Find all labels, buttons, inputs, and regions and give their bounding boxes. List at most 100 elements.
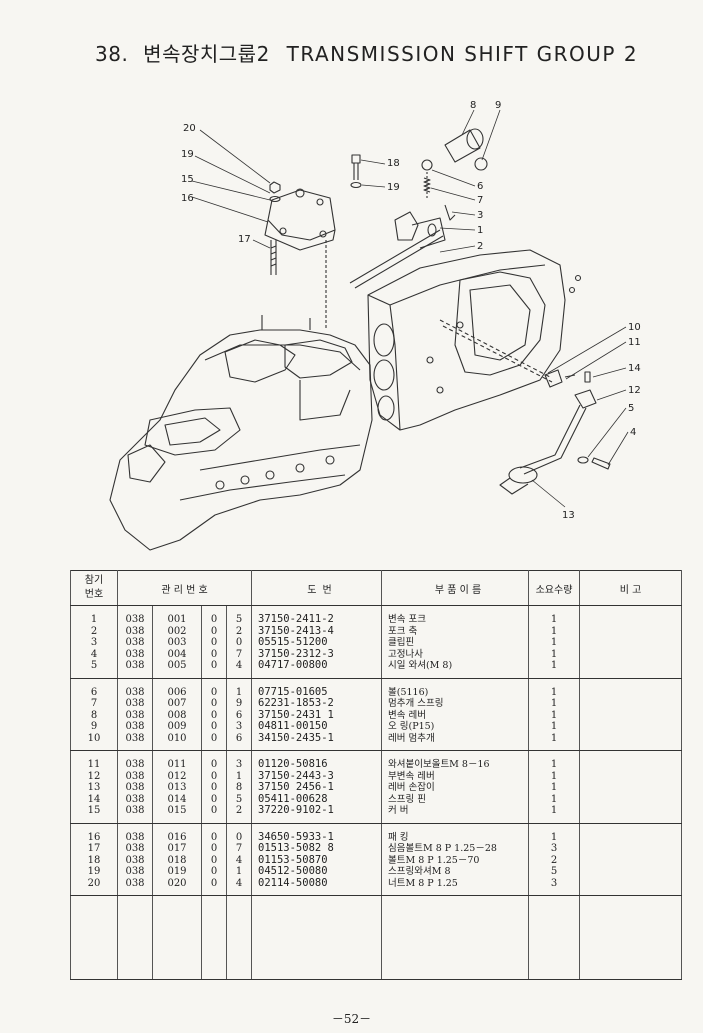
value-remarks — [580, 794, 681, 806]
cell-remarks — [579, 823, 682, 896]
exploded-parts-diagram: 20 19 15 16 17 18 19 8 9 6 7 3 1 2 10 11… — [109, 100, 641, 551]
value-a: 038 — [125, 614, 145, 625]
callout-6: 6 — [477, 181, 483, 192]
value-remarks — [580, 771, 681, 783]
value-part: 37150-2413-4 — [258, 624, 334, 637]
value-no: 6 — [90, 686, 98, 698]
header-remarks: 비 고 — [579, 570, 682, 606]
value-name: 부변속 레버 — [388, 770, 435, 782]
value-name: 포크 축 — [388, 625, 418, 637]
value-b: 009 — [167, 721, 187, 732]
value-a: 038 — [125, 831, 145, 843]
value-part: 01513-5082 8 — [258, 842, 334, 854]
header-ref-no-line2: 번호 — [84, 589, 104, 600]
value-remarks — [580, 843, 681, 855]
value-no: 8 — [90, 709, 98, 721]
cell-empty — [251, 895, 382, 980]
value-c: 0 — [210, 625, 218, 637]
value-d: 0 — [235, 637, 243, 648]
value-b: 010 — [167, 732, 187, 744]
section-number: 38. — [95, 42, 129, 66]
value-no: 1 — [90, 614, 98, 625]
value-name: 고정나사 — [388, 648, 423, 660]
value-qty: 1 — [550, 698, 558, 709]
value-a: 038 — [125, 625, 145, 637]
value-c: 0 — [210, 877, 218, 889]
cell-empty — [201, 895, 227, 980]
cell-empty — [528, 895, 580, 980]
value-b: 013 — [167, 782, 187, 793]
value-qty: 2 — [550, 854, 558, 866]
value-no: 13 — [87, 782, 101, 793]
cell-empty — [381, 895, 529, 980]
value-d: 2 — [235, 805, 243, 816]
value-d: 0 — [235, 831, 243, 843]
shift-fork — [349, 204, 456, 289]
callout-2: 2 — [477, 241, 483, 252]
value-d: 6 — [235, 709, 243, 721]
value-a: 038 — [125, 782, 145, 793]
value-qty: 3 — [550, 877, 558, 889]
value-no: 4 — [90, 648, 98, 660]
value-remarks — [580, 721, 681, 733]
shift-cover — [264, 181, 336, 330]
value-remarks — [580, 733, 681, 745]
value-b: 020 — [167, 877, 187, 889]
value-d: 2 — [235, 625, 243, 637]
value-a: 038 — [125, 698, 145, 709]
value-name: 너트M 8 P 1.25 — [388, 877, 458, 889]
value-d: 1 — [235, 770, 243, 782]
right-housing — [367, 249, 582, 431]
callout-19a: 19 — [181, 149, 194, 160]
callout-18: 18 — [387, 158, 400, 169]
value-qty: 1 — [550, 614, 558, 625]
value-c: 0 — [210, 854, 218, 866]
value-no: 10 — [87, 732, 101, 744]
value-d: 4 — [235, 854, 243, 866]
header-part-name: 부 품 이 름 — [381, 570, 529, 606]
value-qty: 1 — [550, 648, 558, 660]
value-name: 변속 레버 — [388, 709, 426, 721]
value-name: 와셔붙이보올트M 8－16 — [388, 759, 490, 770]
value-a: 038 — [125, 721, 145, 732]
callout-12: 12 — [628, 385, 641, 396]
value-remarks — [580, 710, 681, 722]
header-quantity: 소요수량 — [528, 570, 580, 606]
value-no: 17 — [87, 843, 101, 854]
value-no: 3 — [90, 637, 98, 648]
value-no: 5 — [90, 660, 98, 671]
cell-empty — [579, 895, 682, 980]
callout-1: 1 — [477, 225, 483, 236]
value-part: 05411-00628 — [258, 792, 328, 805]
value-name: 레버 손잡이 — [388, 782, 435, 793]
value-remarks — [580, 805, 681, 817]
callout-15: 15 — [181, 174, 194, 185]
value-name: 패 킹 — [388, 831, 409, 843]
value-part: 37150-2411-2 — [258, 613, 334, 625]
value-b: 001 — [167, 614, 187, 625]
value-a: 038 — [125, 793, 145, 805]
value-remarks — [580, 855, 681, 867]
value-c: 0 — [210, 648, 218, 660]
value-qty: 3 — [550, 843, 558, 854]
value-a: 038 — [125, 709, 145, 721]
value-no: 19 — [87, 866, 101, 877]
value-part: 37150-2431 1 — [258, 708, 334, 721]
callout-10: 10 — [628, 322, 641, 333]
value-c: 0 — [210, 843, 218, 854]
cell-empty — [226, 895, 252, 980]
callout-20: 20 — [183, 123, 196, 134]
header-ref-no: 참기 번호 — [70, 570, 118, 606]
callout-14: 14 — [628, 363, 641, 374]
